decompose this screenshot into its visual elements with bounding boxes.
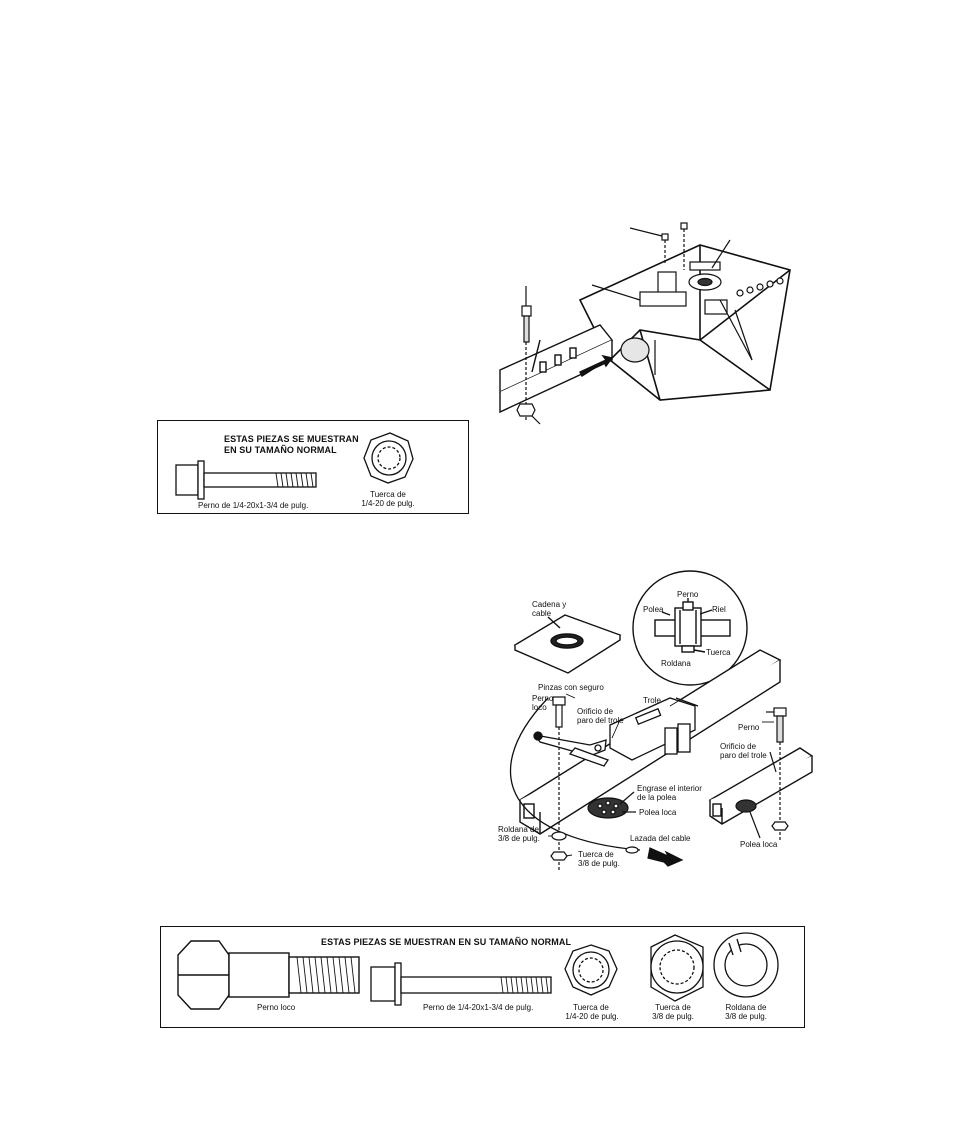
large-bolt-label: Perno de 1/4-20x1-3/4 de pulg. [423,1003,534,1012]
stop-hole-right-label-line2: paro del trole [720,751,767,760]
stop-hole-label-line1: Orificio de [577,707,614,716]
small-parts-header-line1: ESTAS PIEZAS SE MUESTRAN [224,434,359,444]
small-nut-label-line2: 1/4-20 de pulg. [361,499,415,508]
large-parts-box: ESTAS PIEZAS SE MUESTRAN EN SU TAMAÑO NO… [160,926,805,1028]
idler-bolt-large-label: Perno loco [257,1003,296,1012]
small-parts-box: ESTAS PIEZAS SE MUESTRAN EN SU TAMAÑO NO… [157,420,469,514]
washer-label-line1: Roldana de [498,825,539,834]
trolley [609,697,699,761]
washer38-label-line2: 3/8 de pulg. [725,1012,767,1021]
nut14-label-line2: 1/4-20 de pulg. [565,1012,619,1021]
grease-label-line2: de la polea [637,793,677,802]
cable-loop-arrow [625,846,684,867]
nut-14-drawing [564,944,618,996]
washer-label-line2: 3/8 de pulg. [498,834,540,843]
washer38-label-line1: Roldana de [725,1003,767,1012]
rail-section [499,324,614,414]
small-bolt-drawing [175,432,414,500]
small-parts-header-line2: EN SU TAMAÑO NORMAL [224,445,337,455]
rails [518,649,814,835]
locking-pliers [533,731,609,767]
inset-polea-label: Polea [643,605,664,614]
idler-bolt-label-line1: Perno [532,694,554,703]
inset-perno-label: Perno [677,590,699,599]
bolts-right [766,707,789,840]
idler-pulley-right-label: Polea loca [740,840,778,849]
grease-label-line1: Engrase el interior [637,784,702,793]
chain-cable-label-line1: Cadena y [532,600,567,609]
nut-38-drawing [650,934,704,1002]
stop-hole-right-label-line1: Orificio de [720,742,757,751]
bolt-and-nut [516,286,541,425]
stop-hole-label-line2: paro del trole [577,716,624,725]
small-bolt-label: Perno de 1/4-20x1-3/4 de pulg. [198,501,309,510]
inset-riel-label: Riel [712,605,726,614]
nut14-label-line1: Tuerca de [573,1003,609,1012]
idler-pulley-label: Polea loca [639,808,677,817]
bolts-left [550,696,568,870]
inset-roldana-label: Roldana [661,659,691,668]
trolley-label: Trole [643,696,661,705]
nut-label-line1: Tuerca de [578,850,614,859]
locking-pliers-label: Pinzas con seguro [538,683,604,692]
washer-38-drawing [713,932,779,998]
small-nut-label-line1: Tuerca de [370,490,406,499]
nut-label-line2: 3/8 de pulg. [578,859,620,868]
large-parts-header: ESTAS PIEZAS SE MUESTRAN EN SU TAMAÑO NO… [321,937,572,947]
cable-curve [509,697,641,851]
inset-circle [632,570,748,686]
cable-loop-label: Lazada del cable [630,834,691,843]
nut38-label-line1: Tuerca de [655,1003,691,1012]
large-parts-drawings [177,932,779,1010]
idler-pulley-drawing [587,751,777,839]
chain-cable-pad [513,614,622,674]
inset-tuerca-label: Tuerca [706,648,731,657]
bolt-right-label: Perno [738,723,760,732]
idler-bolt-label-line2: loco [532,703,547,712]
idler-bolt-drawing [177,940,360,1010]
nut38-label-line2: 3/8 de pulg. [652,1012,694,1021]
small-nut-drawing [363,432,414,484]
large-bolt-drawing [370,962,552,1006]
screws [591,222,753,375]
chain-cable-label-line2: cable [532,609,552,618]
sprocket-assembly [620,261,784,363]
